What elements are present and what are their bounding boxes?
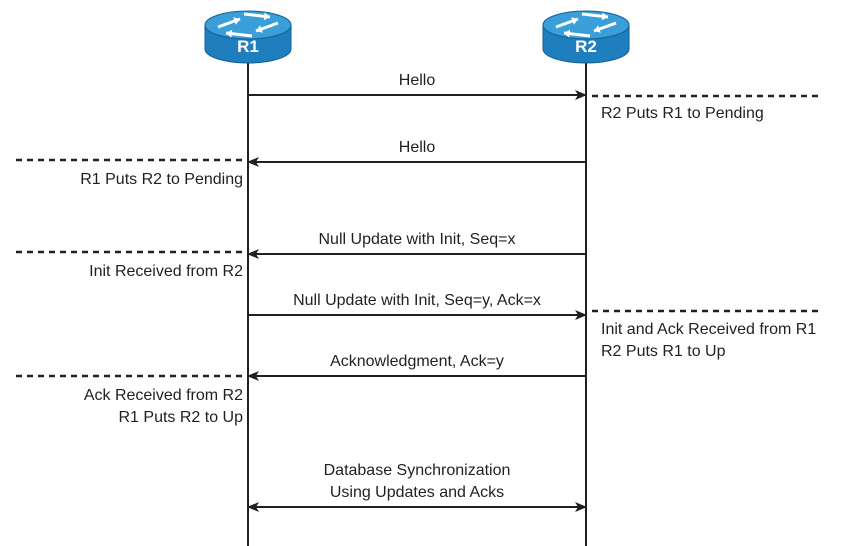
message-label: Null Update with Init, Seq=x [319, 231, 516, 248]
message-label: Hello [399, 139, 436, 156]
note-text-line: Init and Ack Received from R1 [601, 321, 816, 338]
notes: R2 Puts R1 to Pending R1 Puts R2 to Pendi… [16, 94, 822, 426]
message-label: Null Update with Init, Seq=y, Ack=x [293, 292, 541, 309]
message-label: Acknowledgment, Ack=y [330, 353, 504, 370]
router-label-r2: R2 [575, 37, 597, 56]
message-arrow-2: Hello [247, 139, 586, 167]
message-arrow-5: Acknowledgment, Ack=y [247, 353, 586, 381]
router-r1: R1 [204, 10, 292, 64]
note-text-line: R2 Puts R1 to Pending [601, 105, 764, 122]
message-label-line: Using Updates and Acks [330, 484, 504, 501]
message-arrow-3: Null Update with Init, Seq=x [247, 231, 586, 259]
state-note-1: R2 Puts R1 to Pending [592, 94, 822, 122]
state-note-5: Ack Received from R2 R1 Puts R2 to Up [16, 374, 244, 426]
state-note-2: R1 Puts R2 to Pending [16, 158, 243, 188]
routers: R1 R2 [204, 10, 630, 64]
state-note-3: Init Received from R2 [16, 250, 243, 280]
router-label-r1: R1 [237, 37, 259, 56]
lifelines [247, 60, 587, 546]
note-text-line: Init Received from R2 [89, 263, 243, 280]
note-text-line: R1 Puts R2 to Pending [80, 171, 243, 188]
state-note-4: Init and Ack Received from R1 R2 Puts R1 … [592, 309, 822, 360]
message-label: Hello [399, 72, 436, 89]
router-r2: R2 [542, 10, 630, 64]
router-icon [542, 10, 630, 64]
note-text-line: Ack Received from R2 [84, 387, 243, 404]
router-icon [204, 10, 292, 64]
note-text-line: R2 Puts R1 to Up [601, 343, 726, 360]
note-text-line: R1 Puts R2 to Up [119, 409, 244, 426]
message-arrow-4: Null Update with Init, Seq=y, Ack=x [248, 292, 587, 320]
message-label-line: Database Synchronization [324, 462, 511, 479]
message-arrow-1: Hello [248, 72, 587, 100]
